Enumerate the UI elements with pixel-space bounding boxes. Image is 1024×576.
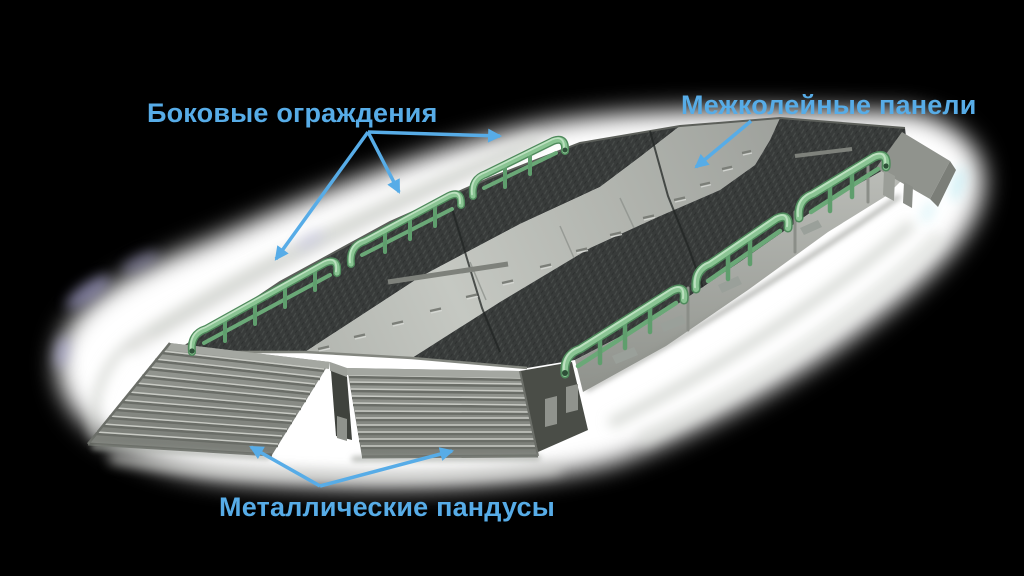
arrow-side-railings-middle (366, 131, 401, 194)
far-side-railing (189, 138, 567, 353)
label-metal-ramps: Металлические пандусы (219, 492, 555, 522)
arrow-inter-track-panels (694, 119, 753, 169)
shadow-color-fringes (54, 166, 966, 368)
ramp-rib-highlights (95, 350, 325, 445)
end-cap (876, 132, 956, 208)
platform-deck (175, 116, 908, 370)
right-metal-ramp (347, 368, 539, 459)
side-wall (575, 155, 910, 392)
under-platform-supports (330, 362, 588, 452)
label-side-railings: Боковые ограждения (147, 98, 438, 128)
label-inter-track-panels: Межколейные панели (681, 90, 977, 120)
joint-bar (794, 147, 853, 158)
far-wheel-track (176, 126, 680, 352)
railing-posts (223, 150, 532, 343)
railing-brackets (612, 220, 822, 364)
ramp-grooves (348, 375, 536, 450)
ramp-grooves (95, 351, 325, 448)
arrow-side-railings-left (274, 130, 370, 261)
arrow-metal-ramp-left (249, 445, 321, 488)
far-edge-trim (175, 116, 906, 353)
deck-seam (649, 130, 704, 289)
railing-posts (597, 167, 855, 366)
near-wheel-track (412, 118, 908, 368)
arrow-metal-ramp-right (319, 447, 455, 488)
deck-seam (451, 207, 501, 353)
shadow-contours (90, 133, 945, 481)
joint-bar (387, 261, 509, 285)
arrow-side-railings-right (367, 128, 503, 143)
near-side-railing (562, 154, 889, 376)
panel-vent-slots (317, 149, 753, 352)
annotation-arrows (249, 119, 753, 488)
inter-track-panel-lane (305, 118, 780, 358)
wall-shadow (585, 194, 902, 392)
